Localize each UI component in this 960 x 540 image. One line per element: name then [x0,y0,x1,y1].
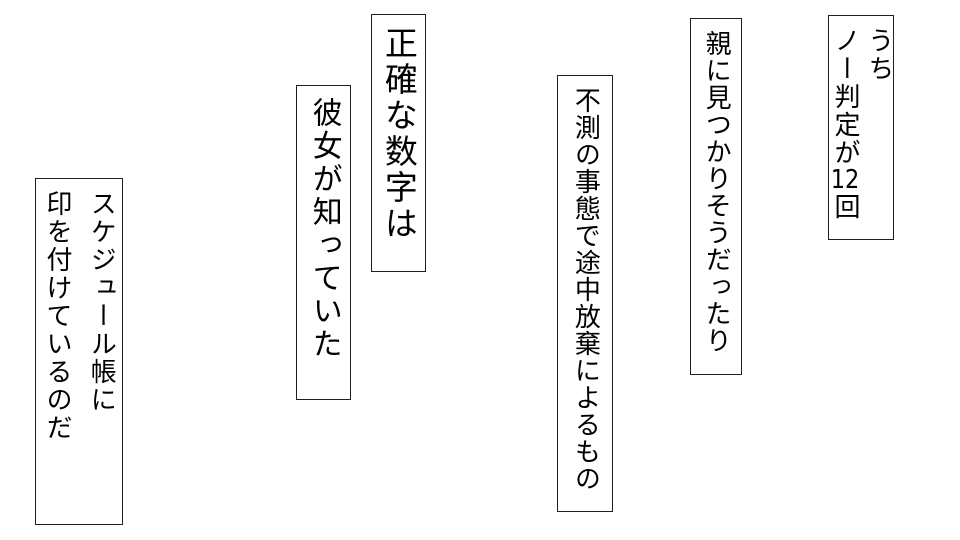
text-box-she-knew: 彼女が知っていた [296,85,351,400]
text-box-exact-number-label: 正確な数字は [379,26,419,242]
text-box-unforeseen-abandon-label: 不測の事態で途中放棄によるもの [570,87,601,492]
text-box-no-judgement-count: うちノー判定が12回 [828,15,894,240]
text-box-exact-number: 正確な数字は [371,14,426,272]
text-box-she-knew-label: 彼女が知っていた [306,97,342,361]
text-box-almost-found-by-parents: 親に見つかりそうだったり [690,18,742,375]
text-box-unforeseen-abandon: 不測の事態で途中放棄によるもの [557,75,613,512]
text-box-no-judgement-count-label: うちノー判定が12回 [830,27,894,221]
text-box-schedule-book-label: スケジュール帳に印を付けているのだ [42,190,117,442]
text-box-schedule-book: スケジュール帳に印を付けているのだ [35,178,123,525]
text-box-almost-found-by-parents-label: 親に見つかりそうだったり [701,30,732,354]
